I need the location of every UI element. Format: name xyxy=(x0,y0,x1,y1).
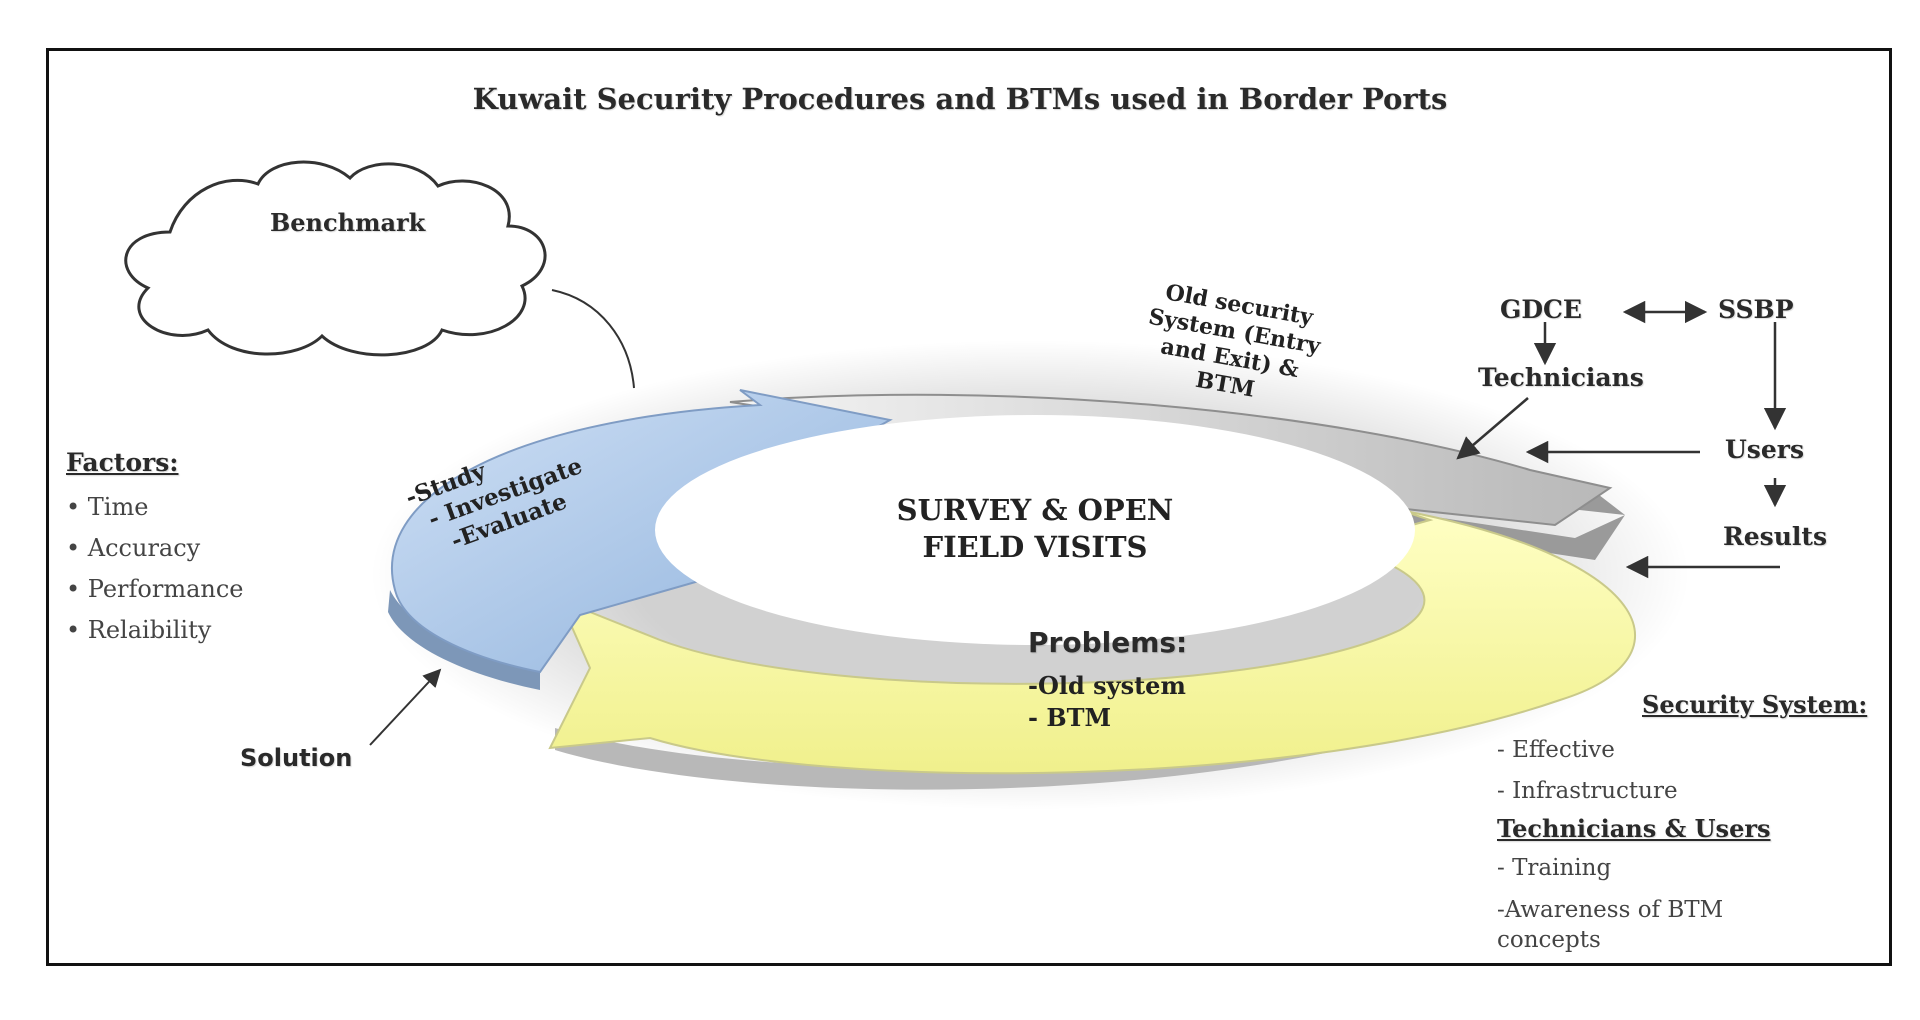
ssbp-label: SSBP xyxy=(1718,295,1794,324)
factor-item: • Time xyxy=(66,493,149,521)
cycle-center-text: SURVEY & OPEN FIELD VISITS xyxy=(835,492,1235,566)
factor-item: • Accuracy xyxy=(66,534,201,562)
benchmark-label: Benchmark xyxy=(270,208,426,237)
problem-item: - BTM xyxy=(1028,703,1112,732)
tech-users-item: - Training xyxy=(1497,855,1612,881)
factor-item: • Performance xyxy=(66,575,244,603)
blue-segment-edge xyxy=(388,590,540,690)
security-system-heading: Security System: xyxy=(1642,690,1868,719)
tech-users-list: - Training -Awareness of BTM concepts xyxy=(1497,853,1723,955)
tech-users-item: -Awareness of BTM xyxy=(1497,897,1724,923)
center-line: SURVEY & OPEN xyxy=(896,493,1174,527)
benchmark-connector xyxy=(551,289,635,389)
solution-label: Solution xyxy=(240,744,353,772)
results-label: Results xyxy=(1723,522,1828,551)
problems-heading: Problems: xyxy=(1028,626,1188,659)
factors-heading: Factors: xyxy=(66,448,179,477)
technicians-gray-arrow xyxy=(1456,397,1529,460)
diagram-title: Kuwait Security Procedures and BTMs used… xyxy=(472,82,1448,116)
gdce-label: GDCE xyxy=(1500,295,1582,324)
solution-arrow xyxy=(369,668,442,746)
factor-item: • Relaibility xyxy=(66,616,212,644)
center-line: FIELD VISITS xyxy=(922,530,1148,564)
factors-list: • Time • Accuracy • Performance • Relaib… xyxy=(66,487,244,651)
ring-center xyxy=(655,415,1415,645)
problems-list: -Old system - BTM xyxy=(1028,670,1186,734)
security-item: - Infrastructure xyxy=(1497,778,1678,804)
technicians-label: Technicians xyxy=(1478,363,1644,392)
users-label: Users xyxy=(1725,435,1805,464)
security-system-list: - Effective - Infrastructure xyxy=(1497,730,1678,812)
security-item: - Effective xyxy=(1497,737,1615,763)
benchmark-cloud xyxy=(124,160,547,357)
tech-users-heading: Technicians & Users xyxy=(1497,814,1771,843)
problem-item: -Old system xyxy=(1028,671,1186,700)
tech-users-item: concepts xyxy=(1497,927,1601,953)
